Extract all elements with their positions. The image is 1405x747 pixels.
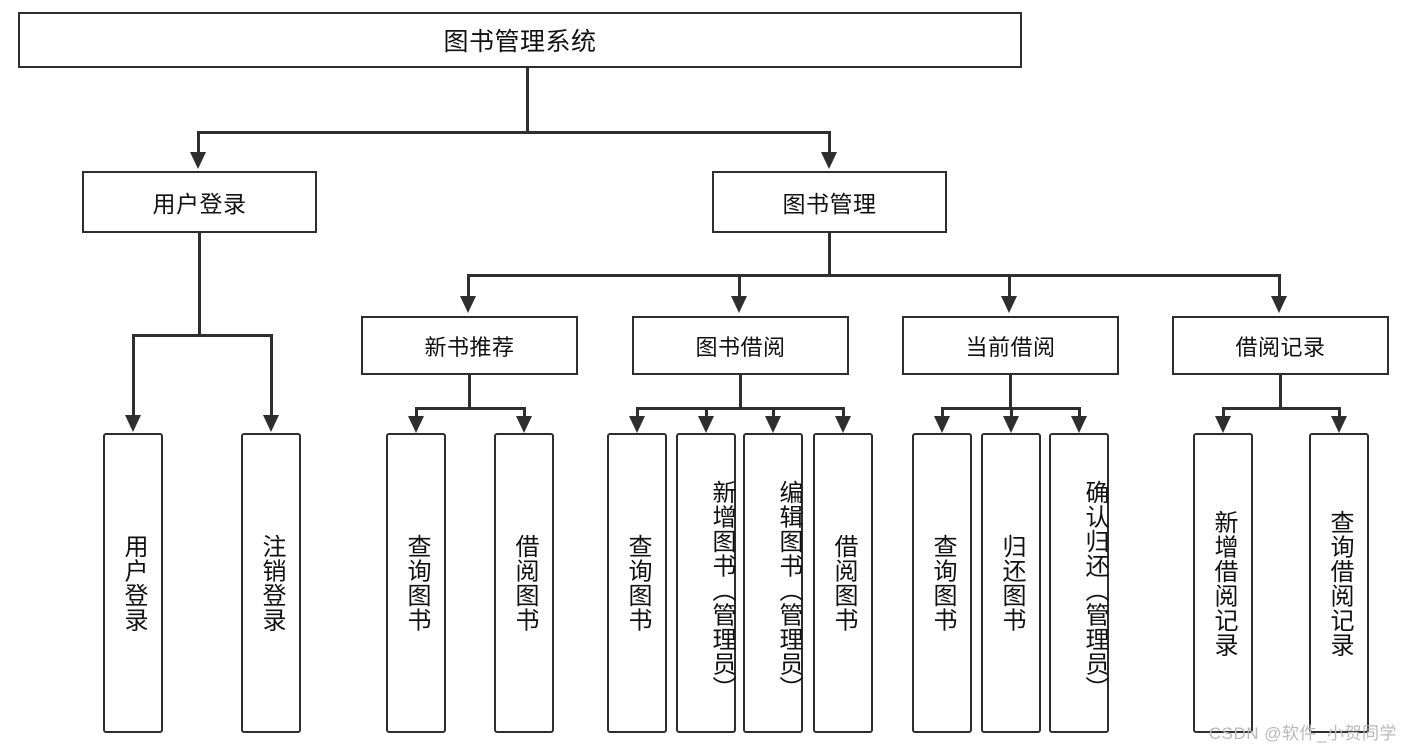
connector-login-bus xyxy=(132,334,272,337)
node-label: 新增借阅记录 xyxy=(1209,509,1237,657)
connector-borrow-to-leaf4 xyxy=(842,407,845,418)
node-label: 用户登录 xyxy=(119,534,147,632)
connector-root-stem xyxy=(526,68,529,132)
leaf-records-add-record[interactable]: 新增借阅记录 xyxy=(1193,433,1253,733)
arrowhead-icon-l3-3 xyxy=(1001,296,1017,313)
connector-bookmgmt-bus xyxy=(467,274,1281,277)
node-label: 图书管理 xyxy=(782,191,877,217)
node-label: 图书管理系统 xyxy=(443,28,597,56)
connector-login-to-leaf1 xyxy=(132,334,135,416)
connector-records-bus xyxy=(1222,407,1340,410)
node-label: 当前借阅 xyxy=(965,334,1056,360)
node-book-borrow[interactable]: 图书借阅 xyxy=(632,316,849,375)
node-label: 查询借阅记录 xyxy=(1325,509,1353,657)
node-label: 借阅图书 xyxy=(510,534,538,632)
node-label: 新增图书（管理员） xyxy=(708,479,735,701)
arrowhead-icon-login-leaf2 xyxy=(263,415,279,432)
leaf-borrow-edit-book-admin[interactable]: 编辑图书（管理员） xyxy=(743,433,803,733)
node-user-login[interactable]: 用户登录 xyxy=(82,171,317,233)
connector-bookmgmt-to-l3-4 xyxy=(1278,274,1281,297)
connector-login-stem xyxy=(198,233,201,335)
arrowhead-icon-records-leaf2 xyxy=(1331,416,1347,433)
node-label: 新书推荐 xyxy=(424,334,515,360)
leaf-current-query-book[interactable]: 查询图书 xyxy=(912,433,972,733)
connector-records-stem xyxy=(1279,375,1282,408)
leaf-borrow-borrow-book[interactable]: 借阅图书 xyxy=(813,433,873,733)
node-label: 查询图书 xyxy=(623,534,651,632)
node-label: 查询图书 xyxy=(928,534,956,632)
connector-recommend-to-leaf2 xyxy=(523,407,526,418)
connector-current-to-leaf1 xyxy=(941,407,944,418)
node-label: 归还图书 xyxy=(997,534,1025,632)
connector-borrow-bus xyxy=(636,407,844,410)
connector-root-to-login xyxy=(197,131,200,153)
arrowhead-icon-recommend-leaf2 xyxy=(516,416,532,433)
connector-bookmgmt-to-l3-1 xyxy=(467,274,470,297)
connector-bookmgmt-to-l3-2 xyxy=(738,274,741,297)
node-label: 借阅记录 xyxy=(1235,334,1326,360)
connector-records-to-leaf1 xyxy=(1222,407,1225,418)
connector-bookmgmt-to-l3-3 xyxy=(1008,274,1011,297)
arrowhead-icon-root-login xyxy=(190,152,206,169)
connector-root-bus xyxy=(197,131,831,134)
arrowhead-icon-borrow-leaf4 xyxy=(835,416,851,433)
arrowhead-icon-l3-4 xyxy=(1271,296,1287,313)
leaf-current-confirm-return-admin[interactable]: 确认归还（管理员） xyxy=(1049,433,1109,733)
leaf-records-query-record[interactable]: 查询借阅记录 xyxy=(1309,433,1369,733)
node-label: 用户登录 xyxy=(152,191,247,217)
connector-login-to-leaf2 xyxy=(270,334,273,416)
node-label: 查询图书 xyxy=(402,534,430,632)
connector-recommend-to-leaf1 xyxy=(415,407,418,418)
leaf-borrow-add-book-admin[interactable]: 新增图书（管理员） xyxy=(676,433,736,733)
node-root-system[interactable]: 图书管理系统 xyxy=(18,12,1022,68)
arrowhead-icon-current-leaf1 xyxy=(934,416,950,433)
leaf-current-return-book[interactable]: 归还图书 xyxy=(981,433,1041,733)
node-borrow-records[interactable]: 借阅记录 xyxy=(1172,316,1389,375)
arrowhead-icon-borrow-leaf2 xyxy=(698,416,714,433)
arrowhead-icon-borrow-leaf3 xyxy=(765,416,781,433)
arrowhead-icon-records-leaf1 xyxy=(1215,416,1231,433)
node-label: 注销登录 xyxy=(257,534,285,632)
arrowhead-icon-login-leaf1 xyxy=(125,415,141,432)
node-label: 图书借阅 xyxy=(695,334,786,360)
node-book-management[interactable]: 图书管理 xyxy=(712,171,947,233)
node-label: 确认归还（管理员） xyxy=(1081,479,1108,701)
connector-bookmgmt-stem xyxy=(828,233,831,275)
arrowhead-icon-current-leaf3 xyxy=(1071,416,1087,433)
leaf-recommend-query-book[interactable]: 查询图书 xyxy=(386,433,446,733)
connector-borrow-to-leaf1 xyxy=(636,407,639,418)
arrowhead-icon-borrow-leaf1 xyxy=(629,416,645,433)
arrowhead-icon-l3-2 xyxy=(731,296,747,313)
node-new-book-recommend[interactable]: 新书推荐 xyxy=(361,316,578,375)
connector-current-stem xyxy=(1009,375,1012,408)
leaf-recommend-borrow-book[interactable]: 借阅图书 xyxy=(494,433,554,733)
connector-recommend-stem xyxy=(468,375,471,408)
connector-borrow-stem xyxy=(739,375,742,408)
arrowhead-icon-recommend-leaf1 xyxy=(408,416,424,433)
arrowhead-icon-l3-1 xyxy=(460,296,476,313)
connector-borrow-to-leaf3 xyxy=(772,407,775,418)
leaf-borrow-query-book[interactable]: 查询图书 xyxy=(607,433,667,733)
leaf-user-login[interactable]: 用户登录 xyxy=(103,433,163,733)
leaf-logout[interactable]: 注销登录 xyxy=(241,433,301,733)
watermark-text: CSDN @软件_小贺同学 xyxy=(1208,724,1397,743)
node-label: 借阅图书 xyxy=(829,534,857,632)
connector-root-to-bookmgmt xyxy=(828,131,831,153)
connector-current-to-leaf2 xyxy=(1010,407,1013,418)
node-label: 编辑图书（管理员） xyxy=(775,479,802,701)
arrowhead-icon-current-leaf2 xyxy=(1003,416,1019,433)
connector-current-to-leaf3 xyxy=(1078,407,1081,418)
arrowhead-icon-root-bookmgmt xyxy=(821,152,837,169)
connector-borrow-to-leaf2 xyxy=(705,407,708,418)
connector-records-to-leaf2 xyxy=(1338,407,1341,418)
node-current-borrow[interactable]: 当前借阅 xyxy=(902,316,1119,375)
connector-recommend-bus xyxy=(415,407,525,410)
